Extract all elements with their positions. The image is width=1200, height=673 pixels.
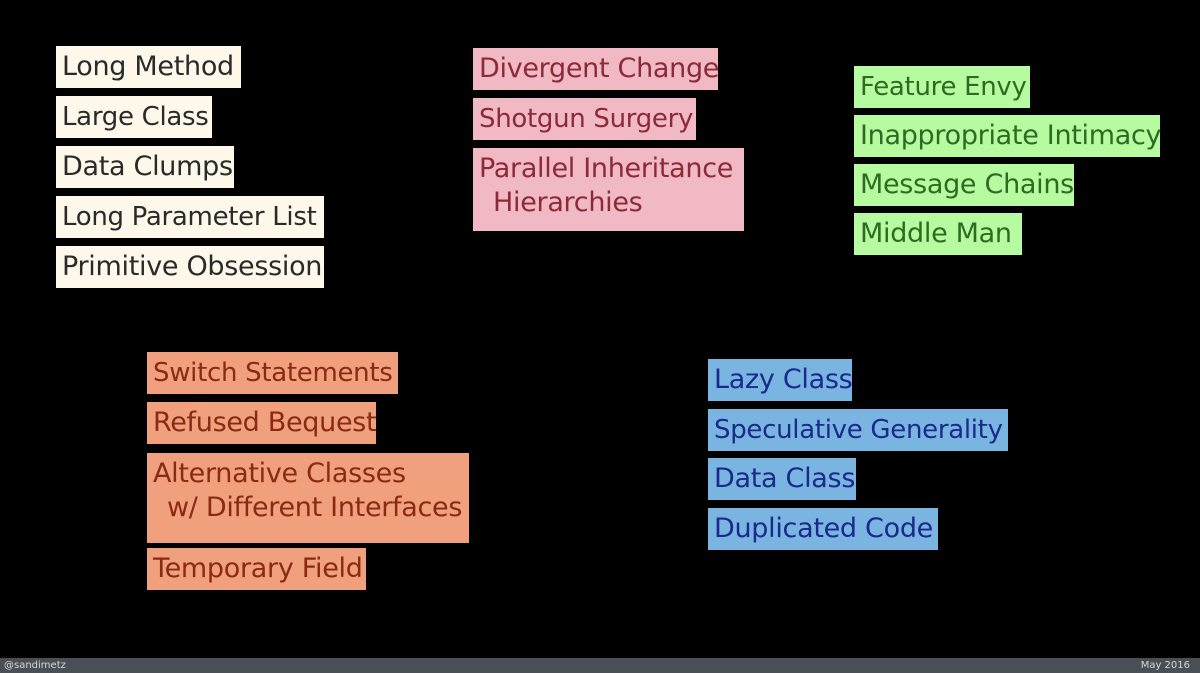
smell-refused-bequest: Refused Bequest	[147, 402, 377, 444]
smell-feature-envy: Feature Envy	[854, 66, 1030, 108]
smell-alternative-classes: Alternative Classes w/ Different Interfa…	[147, 453, 469, 543]
smell-duplicated-code: Duplicated Code	[708, 508, 938, 550]
smell-parallel-line1: Parallel Inheritance	[479, 153, 734, 184]
smell-data-clumps: Data Clumps	[56, 146, 234, 188]
smell-divergent-change: Divergent Change	[473, 48, 719, 90]
smell-long-method: Long Method	[56, 46, 241, 88]
smell-temporary-field: Temporary Field	[147, 548, 366, 590]
smell-message-chains: Message Chains	[854, 164, 1074, 206]
smell-alternative-line1: Alternative Classes	[153, 458, 406, 489]
smell-shotgun-surgery: Shotgun Surgery	[473, 98, 696, 140]
smell-alternative-line2: w/ Different Interfaces	[167, 492, 463, 523]
footer-date: May 2016	[1140, 660, 1190, 671]
smell-data-class: Data Class	[708, 458, 856, 500]
smell-inappropriate-intimacy: Inappropriate Intimacy	[854, 115, 1162, 157]
smell-large-class: Large Class	[56, 96, 212, 138]
smell-middle-man: Middle Man	[854, 213, 1022, 255]
footer-bar: @sandimetz May 2016	[0, 658, 1200, 673]
smell-long-parameter-list: Long Parameter List	[56, 196, 324, 238]
smell-switch-statements: Switch Statements	[147, 352, 398, 394]
smell-parallel-line2: Hierarchies	[493, 187, 643, 218]
smell-primitive-obsession: Primitive Obsession	[56, 246, 324, 288]
footer-author: @sandimetz	[4, 660, 66, 671]
smell-parallel-inheritance-hierarchies: Parallel Inheritance Hierarchies	[473, 148, 744, 231]
smell-speculative-generality: Speculative Generality	[708, 409, 1008, 451]
smell-lazy-class: Lazy Class	[708, 359, 853, 401]
